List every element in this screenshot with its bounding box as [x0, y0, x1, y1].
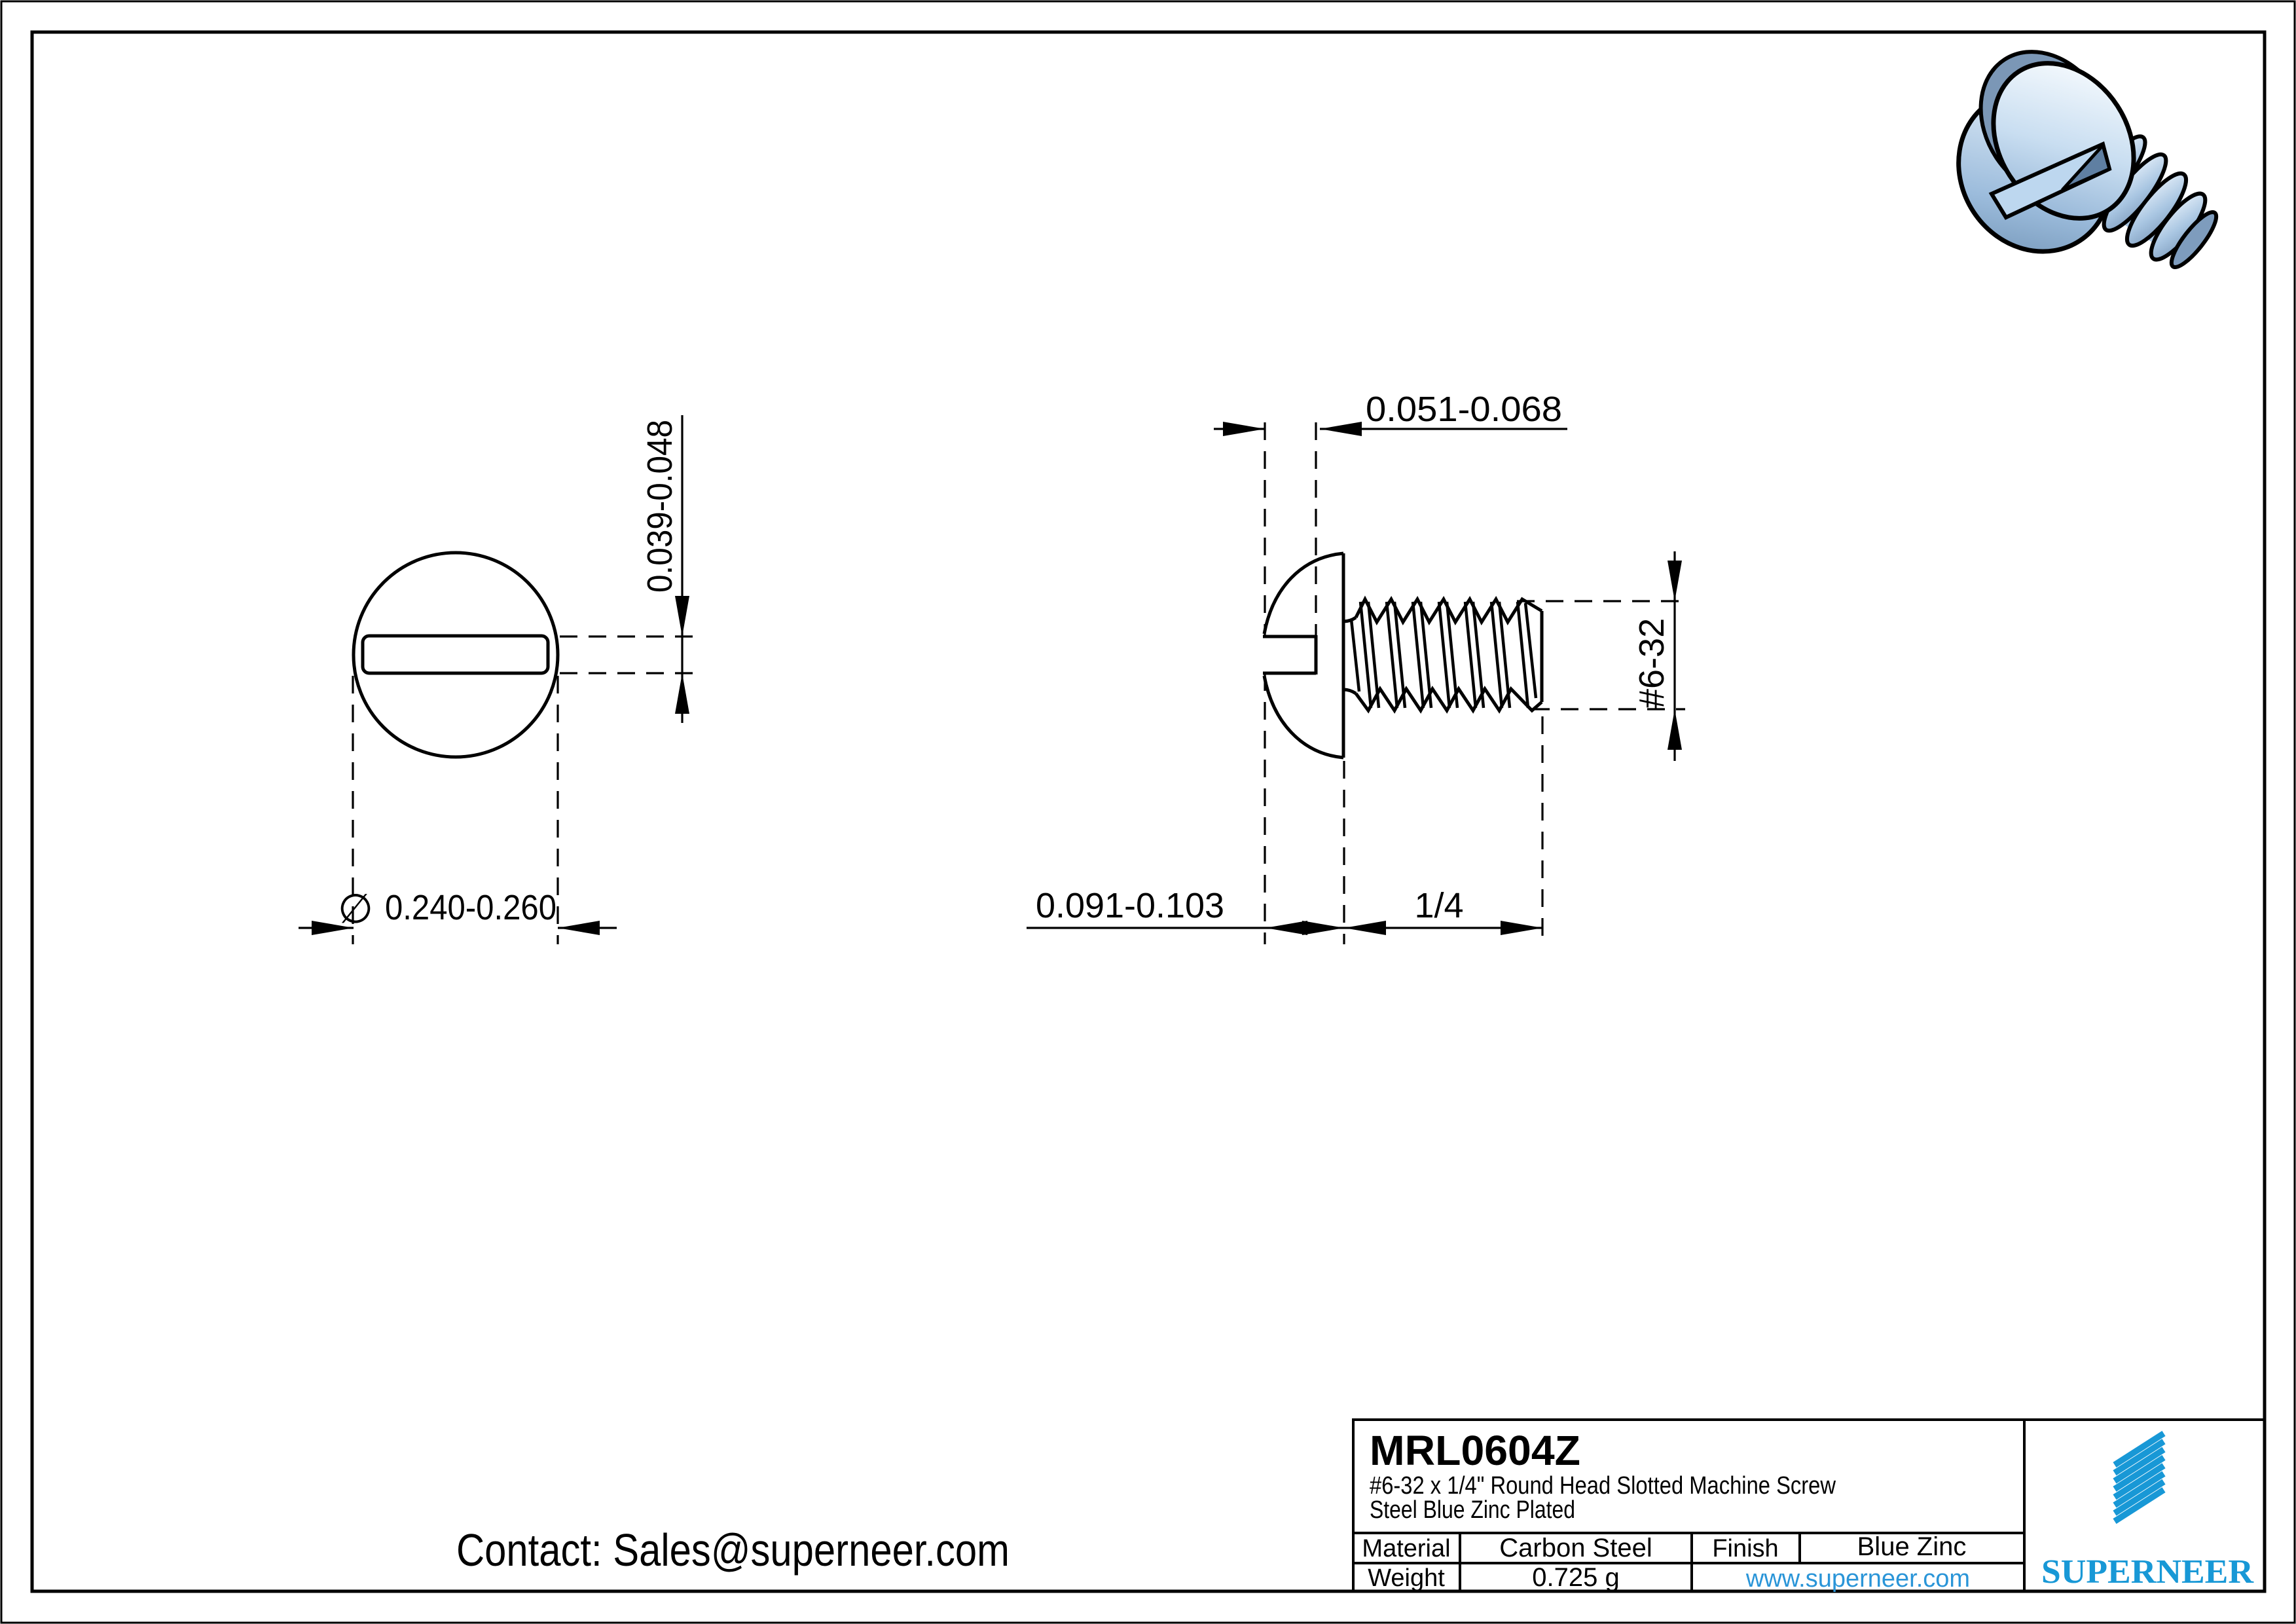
title-block: MRL0604Z #6-32 x 1/4" Round Head Slotted… [1352, 1418, 2266, 1593]
thread-top-profile [1354, 595, 1543, 626]
description-line-1: #6-32 x 1/4" Round Head Slotted Machine … [1370, 1472, 1836, 1500]
head-dome-lower [1262, 675, 1344, 760]
superneer-logo-icon [2113, 1430, 2166, 1524]
finish-value: Blue Zinc [1857, 1532, 1967, 1561]
arrowhead-icon [558, 921, 600, 935]
brand-wordmark: SUPERNEER [2041, 1553, 2254, 1591]
arrowhead-icon [1223, 422, 1265, 436]
arrowhead-icon [1667, 561, 1682, 601]
screw-3d-render [1956, 50, 2219, 270]
title-block-border [1352, 1418, 2266, 1593]
neck-fillet [1343, 616, 1357, 623]
material-value: Carbon Steel [1499, 1534, 1652, 1562]
dim-head-diameter: 0.240-0.260 [385, 888, 556, 927]
arrowhead-icon [675, 673, 689, 714]
drawing-frame [30, 30, 2267, 1593]
arrowhead-icon [312, 921, 354, 935]
weight-label: Weight [1368, 1564, 1445, 1592]
neck-fillet [1343, 688, 1357, 695]
dim-slot-width: 0.039-0.048 [640, 420, 680, 593]
side-view: 0.051-0.068 0.091-0.103 1/4 #6-32 [1027, 390, 1685, 944]
arrowhead-icon [1501, 921, 1542, 935]
thread-end-cap [2169, 210, 2219, 270]
arrowhead-icon [1667, 709, 1682, 750]
dim-thread-length: 1/4 [1414, 886, 1463, 925]
arrowhead-icon [1266, 921, 1307, 935]
part-number: MRL0604Z [1370, 1427, 1580, 1474]
website-link[interactable]: www.superneer.com [1745, 1565, 1970, 1593]
dim-thread-spec: #6-32 [1632, 618, 1671, 709]
arrowhead-icon [675, 596, 689, 637]
arrowhead-icon [1302, 921, 1344, 935]
dim-slot-depth: 0.051-0.068 [1366, 390, 1562, 429]
slot-shadow-3d [2061, 141, 2111, 192]
arrowhead-icon [1344, 921, 1386, 935]
head-dome-upper [1262, 551, 1344, 635]
arrowhead-icon [1320, 422, 1362, 436]
weight-value: 0.725 g [1532, 1563, 1619, 1592]
dim-head-height: 0.091-0.103 [1036, 886, 1224, 925]
description-line-2: Steel Blue Zinc Plated [1370, 1496, 1575, 1524]
thread-flank-lines [1349, 601, 1538, 709]
finish-label: Finish [1712, 1535, 1778, 1562]
material-label: Material [1362, 1535, 1450, 1562]
diameter-symbol-icon: ∅ [338, 887, 373, 932]
head-circle [352, 551, 560, 759]
contact-email[interactable]: Contact: Sales@superneer.com [456, 1524, 1010, 1576]
top-view: 0.039-0.048 ∅ 0.240-0.260 [299, 415, 698, 944]
slot-outline [361, 634, 550, 675]
